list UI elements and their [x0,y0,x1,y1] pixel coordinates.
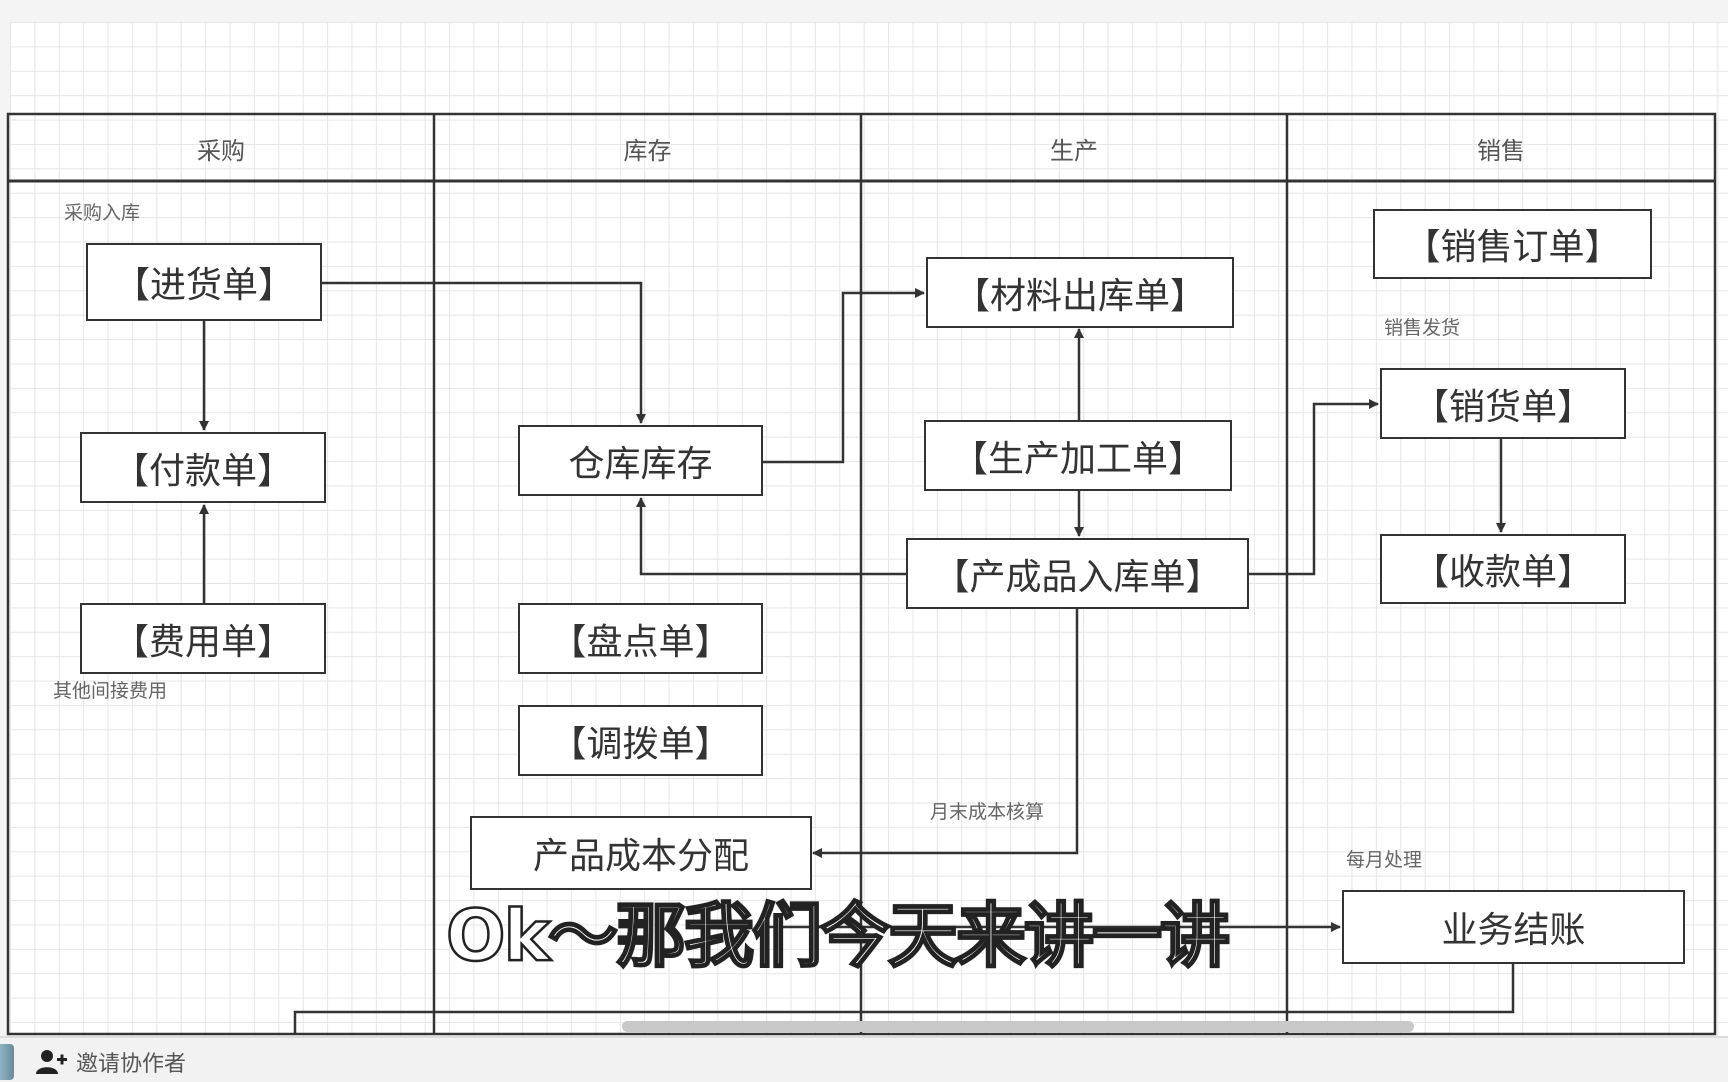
note-month-end-costing: 月末成本核算 [930,801,1045,823]
avatar[interactable] [0,1044,14,1080]
lane-title-sales: 销售 [1477,136,1525,165]
node-period-close[interactable]: 业务结账 [1342,890,1685,964]
node-stocktake[interactable]: 【盘点单】 [518,603,763,674]
node-purchase-receipt[interactable]: 【进货单】 [86,243,322,321]
horizontal-scrollbar[interactable] [622,1021,1414,1032]
invite-collaborator-label: 邀请协作者 [76,1052,187,1077]
node-warehouse-stock[interactable]: 仓库库存 [518,425,763,496]
node-sales-delivery[interactable]: 【销货单】 [1380,368,1626,439]
diagram-canvas[interactable]: 采购 库存 生产 销售 采购入库 其他间接费用 月末成本核算 销售发货 每月处理… [0,0,1728,1036]
connector-finished-to-stock [636,497,906,576]
node-finished-goods-receipt[interactable]: 【产成品入库单】 [906,538,1249,609]
diagram-lines [6,112,1717,1036]
connector-purchase-to-stock [322,281,646,424]
lane-title-production: 生产 [1050,136,1098,165]
grid-paper [10,22,1728,1036]
connector-finished-to-cost [812,608,1079,858]
node-cost-allocation[interactable]: 产品成本分配 [470,816,812,890]
bottom-bar: 邀请协作者 [0,1036,1728,1082]
connector-period-close-loop [293,963,1515,1034]
lane-title-inventory: 库存 [623,136,672,165]
note-sales-shipping: 销售发货 [1384,317,1461,339]
node-collection[interactable]: 【收款单】 [1380,534,1626,604]
note-other-indirect-costs: 其他间接费用 [53,680,168,702]
node-sales-order[interactable]: 【销售订单】 [1373,209,1652,279]
node-production-order[interactable]: 【生产加工单】 [924,420,1232,491]
node-payment[interactable]: 【付款单】 [80,432,326,503]
invite-collaborator-button[interactable]: 邀请协作者 [36,1046,186,1078]
lane-title-purchase: 采购 [197,136,245,165]
connector-finished-to-delivery [1249,399,1379,576]
connector-stock-to-material [763,288,925,464]
video-subtitle: Ok～那我们今天来讲一讲 [445,894,1232,979]
node-material-issue[interactable]: 【材料出库单】 [926,257,1234,328]
add-user-icon [36,1050,67,1074]
node-transfer[interactable]: 【调拨单】 [518,705,763,776]
note-purchase-inbound: 采购入库 [64,202,141,224]
node-expense[interactable]: 【费用单】 [80,603,326,674]
note-monthly-processing: 每月处理 [1346,849,1423,871]
